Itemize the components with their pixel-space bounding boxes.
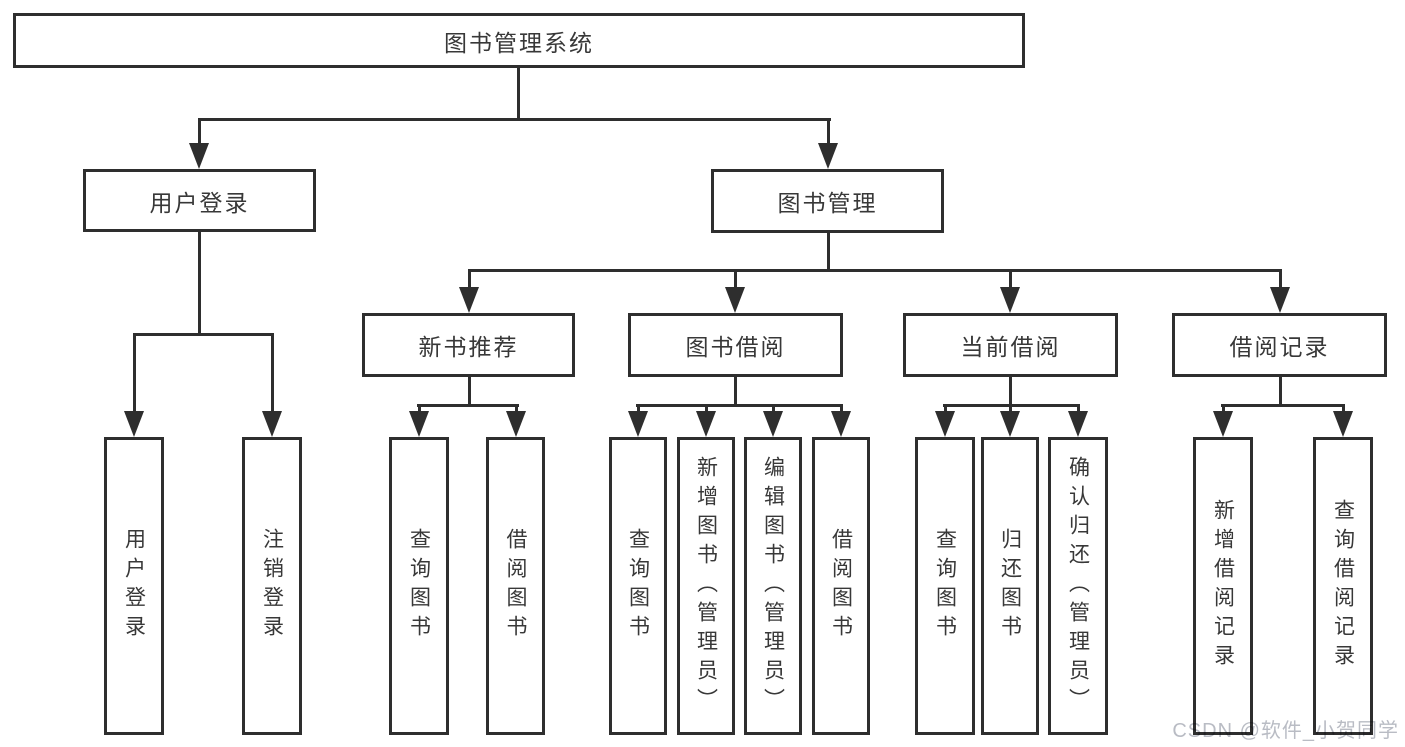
connector-line	[198, 118, 201, 145]
connector-line	[1279, 375, 1282, 407]
arrow-down-icon	[1068, 411, 1088, 437]
leaf-return-book: 归还图书	[981, 437, 1039, 735]
leaf-label: 借阅图书	[504, 528, 528, 644]
connector-line	[1221, 404, 1345, 407]
leaf-label: 注销登录	[260, 528, 284, 644]
connector-line	[417, 404, 519, 407]
arrow-down-icon	[409, 411, 429, 437]
connector-line	[468, 375, 471, 407]
connector-line	[468, 269, 1282, 272]
node-book-management: 图书管理	[711, 169, 944, 233]
leaf-label: 查询借阅记录	[1331, 499, 1355, 673]
connector-line	[271, 333, 274, 413]
arrow-down-icon	[189, 143, 209, 169]
leaf-label: 归还图书	[998, 528, 1022, 644]
arrow-down-icon	[1000, 411, 1020, 437]
node-book-borrow: 图书借阅	[628, 313, 843, 377]
leaf-label: 查询图书	[626, 528, 650, 644]
connector-line	[636, 404, 843, 407]
connector-line	[1009, 375, 1012, 407]
arrow-down-icon	[628, 411, 648, 437]
leaf-label: 用户登录	[122, 528, 146, 644]
leaf-query-borrow-record: 查询借阅记录	[1313, 437, 1373, 735]
leaf-label: 借阅图书	[829, 528, 853, 644]
arrow-down-icon	[1213, 411, 1233, 437]
arrow-down-icon	[725, 287, 745, 313]
connector-line	[198, 118, 831, 121]
arrow-down-icon	[935, 411, 955, 437]
leaf-logout-login: 注销登录	[242, 437, 302, 735]
leaf-edit-book-admin: 编辑图书（管理员）	[744, 437, 802, 735]
connector-line	[515, 404, 518, 414]
connector-line	[198, 230, 201, 336]
leaf-add-book-admin: 新增图书（管理员）	[677, 437, 735, 735]
connector-line	[637, 404, 640, 414]
connector-line	[133, 333, 136, 413]
arrow-down-icon	[262, 411, 282, 437]
connector-line	[827, 118, 830, 145]
leaf-label: 新增借阅记录	[1211, 499, 1235, 673]
connector-line	[734, 269, 737, 289]
connector-line	[1009, 404, 1012, 414]
leaf-label: 新增图书（管理员）	[694, 455, 718, 717]
node-current-borrow: 当前借阅	[903, 313, 1118, 377]
connector-line	[1222, 404, 1225, 414]
connector-line	[705, 404, 708, 414]
connector-line	[418, 404, 421, 414]
connector-line	[517, 66, 520, 121]
arrow-down-icon	[763, 411, 783, 437]
connector-line	[1077, 404, 1080, 414]
watermark: CSDN @软件_小贺同学	[1172, 720, 1399, 742]
connector-line	[734, 375, 737, 407]
leaf-query-book-current: 查询图书	[915, 437, 975, 735]
connector-line	[840, 404, 843, 414]
arrow-down-icon	[1333, 411, 1353, 437]
node-library-system: 图书管理系统	[13, 13, 1025, 68]
leaf-query-book-recommend: 查询图书	[389, 437, 449, 735]
leaf-query-book-borrow: 查询图书	[609, 437, 667, 735]
leaf-label: 确认归还（管理员）	[1066, 455, 1090, 717]
leaf-confirm-return-admin: 确认归还（管理员）	[1048, 437, 1108, 735]
arrow-down-icon	[124, 411, 144, 437]
leaf-label: 查询图书	[407, 528, 431, 644]
connector-line	[1009, 269, 1012, 289]
connector-line	[772, 404, 775, 414]
leaf-borrow-book-recommend: 借阅图书	[486, 437, 545, 735]
arrow-down-icon	[1270, 287, 1290, 313]
connector-line	[1342, 404, 1345, 414]
node-user-login: 用户登录	[83, 169, 316, 232]
arrow-down-icon	[459, 287, 479, 313]
arrow-down-icon	[1000, 287, 1020, 313]
leaf-user-login: 用户登录	[104, 437, 164, 735]
leaf-label: 编辑图书（管理员）	[761, 455, 785, 717]
arrow-down-icon	[696, 411, 716, 437]
leaf-add-borrow-record: 新增借阅记录	[1193, 437, 1253, 735]
arrow-down-icon	[831, 411, 851, 437]
connector-line	[468, 269, 471, 289]
connector-line	[133, 333, 274, 336]
arrow-down-icon	[818, 143, 838, 169]
connector-line	[827, 230, 830, 272]
node-new-book-recommend: 新书推荐	[362, 313, 575, 377]
leaf-borrow-book: 借阅图书	[812, 437, 870, 735]
arrow-down-icon	[506, 411, 526, 437]
connector-line	[944, 404, 947, 414]
leaf-label: 查询图书	[933, 528, 957, 644]
connector-line	[1279, 269, 1282, 289]
node-borrow-records: 借阅记录	[1172, 313, 1387, 377]
